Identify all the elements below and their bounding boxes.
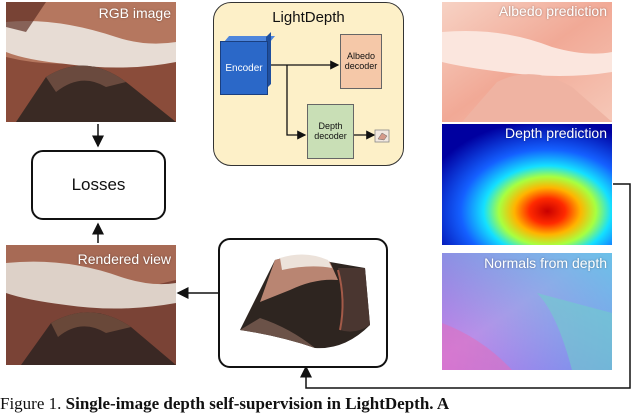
depth-decoder-block: Depth decoder	[307, 104, 354, 159]
lightdepth-arrows	[271, 60, 390, 143]
figure-caption: Figure 1. Single-image depth self-superv…	[0, 394, 449, 414]
encoder-block: Encoder	[220, 41, 268, 95]
arrow-feedback-loop	[300, 183, 631, 389]
normals-image: Normals from depth	[442, 253, 612, 370]
3d-surface-render	[240, 254, 370, 349]
albedo-decoder-label-line1: Albedo	[346, 50, 376, 61]
losses-label: Losses	[71, 175, 126, 194]
depth-prediction-label: Depth prediction	[505, 125, 607, 141]
depth-decoder-label-line2: decoder	[314, 130, 347, 141]
arrow-encoder-to-depth	[286, 65, 307, 140]
depth-prediction-image: Depth prediction	[442, 124, 612, 245]
losses-box: Losses	[31, 150, 166, 220]
lightdepth-box: LightDepth Encoder Albedo decoder	[213, 2, 404, 166]
rendered-view-label: Rendered view	[77, 251, 171, 267]
encoder-label: Encoder	[225, 62, 263, 74]
caption-bold: Single-image depth self-supervision in L…	[65, 394, 450, 413]
lightdepth-title: LightDepth	[272, 9, 345, 26]
rendered-view-image: Rendered view	[6, 245, 176, 365]
albedo-prediction-image: Albedo prediction	[442, 2, 612, 122]
albedo-decoder-block: Albedo decoder	[340, 34, 382, 89]
normals-label: Normals from depth	[484, 255, 607, 271]
albedo-prediction-label: Albedo prediction	[498, 3, 607, 19]
caption-prefix: Figure 1.	[0, 394, 62, 413]
renderer-icon	[374, 129, 390, 143]
renderer-box	[218, 238, 388, 368]
albedo-decoder-label-line2: decoder	[344, 60, 378, 71]
rgb-image: RGB image	[6, 2, 176, 122]
rgb-image-label: RGB image	[98, 5, 171, 21]
depth-decoder-label-line1: Depth	[318, 120, 343, 131]
